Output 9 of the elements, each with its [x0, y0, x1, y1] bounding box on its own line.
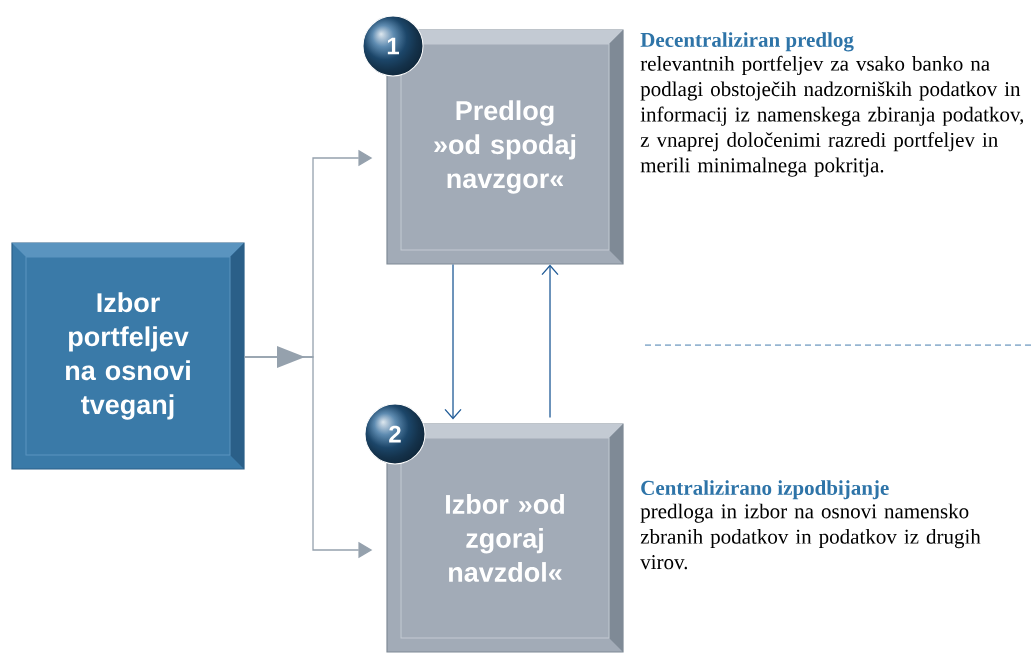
number-badge: 2: [364, 403, 426, 465]
description-heading: Centralizirano izpodbijanje: [641, 480, 889, 500]
arrow: [541, 264, 559, 419]
description-text: relevantnih portfeljev za vsako banko na podlagi obstoječih nadzorniških podatkov in informacij iz namenskega zbiranja podatkov, z vnaprej določenimi razredi portfeljev in merili minimalnega pokritja.: [640, 55, 1024, 177]
description-text: predloga in izbor na osnovi namensko zbranih podatkov in podatkov iz drugih virov.: [640, 503, 981, 570]
process-box: Izbor portfeljev na osnovi tveganj: [11, 242, 245, 470]
number-badge: 1: [362, 15, 424, 77]
arrow: [444, 263, 462, 420]
description-heading: Decentraliziran predlog: [640, 32, 854, 52]
